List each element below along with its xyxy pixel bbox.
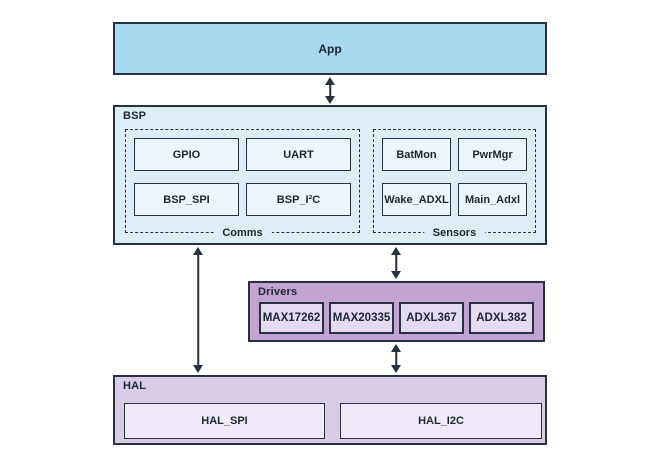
arrow-drivers-hal [390, 344, 402, 373]
app-block: App [113, 22, 547, 75]
driver-box-adxl382: ADXL382 [469, 302, 534, 334]
arrow-app-bsp [324, 77, 336, 104]
driver-box-max17262: MAX17262 [259, 302, 324, 334]
arrow-shaft [395, 349, 397, 368]
driver-box-adxl367: ADXL367 [399, 302, 464, 334]
sensors-group-label: Sensors [423, 227, 486, 239]
module-box-main-adxl: Main_Adxl [458, 183, 527, 216]
sensors-grid: BatMon PwrMgr Wake_ADXL Main_Adxl [374, 130, 535, 216]
comms-group: GPIO UART BSP_SPI BSP_I²C Comms [125, 129, 360, 239]
module-box-gpio: GPIO [134, 138, 239, 171]
module-box-bsp-i2c: BSP_I²C [246, 183, 351, 216]
module-box-batmon: BatMon [382, 138, 451, 171]
arrow-bsp-hal [192, 247, 204, 373]
drivers-block: Drivers MAX17262 MAX20335 ADXL367 ADXL38… [248, 281, 545, 342]
hal-block: HAL HAL_SPI HAL_I2C [113, 375, 547, 445]
sensors-group: BatMon PwrMgr Wake_ADXL Main_Adxl Sensor… [373, 129, 536, 239]
driver-box-max20335: MAX20335 [329, 302, 394, 334]
arrow-shaft [329, 82, 331, 99]
bsp-label: BSP [123, 110, 147, 122]
comms-grid: GPIO UART BSP_SPI BSP_I²C [126, 130, 359, 216]
module-box-uart: UART [246, 138, 351, 171]
module-box-pwrmgr: PwrMgr [458, 138, 527, 171]
comms-group-label: Comms [213, 227, 272, 239]
drivers-label: Drivers [258, 286, 298, 298]
module-box-wake-adxl: Wake_ADXL [382, 183, 451, 216]
module-box-bsp-spi: BSP_SPI [134, 183, 239, 216]
hal-label: HAL [123, 380, 147, 392]
bsp-block: BSP GPIO UART BSP_SPI BSP_I²C Comms BatM… [113, 105, 547, 245]
module-box-hal-spi: HAL_SPI [124, 403, 325, 439]
arrow-bsp-drivers [390, 247, 402, 279]
arrow-shaft [395, 252, 397, 274]
app-label: App [318, 41, 342, 56]
module-box-hal-i2c: HAL_I2C [340, 403, 542, 439]
arrow-shaft [197, 252, 199, 368]
drivers-chip-row: MAX17262 MAX20335 ADXL367 ADXL382 [259, 302, 534, 334]
